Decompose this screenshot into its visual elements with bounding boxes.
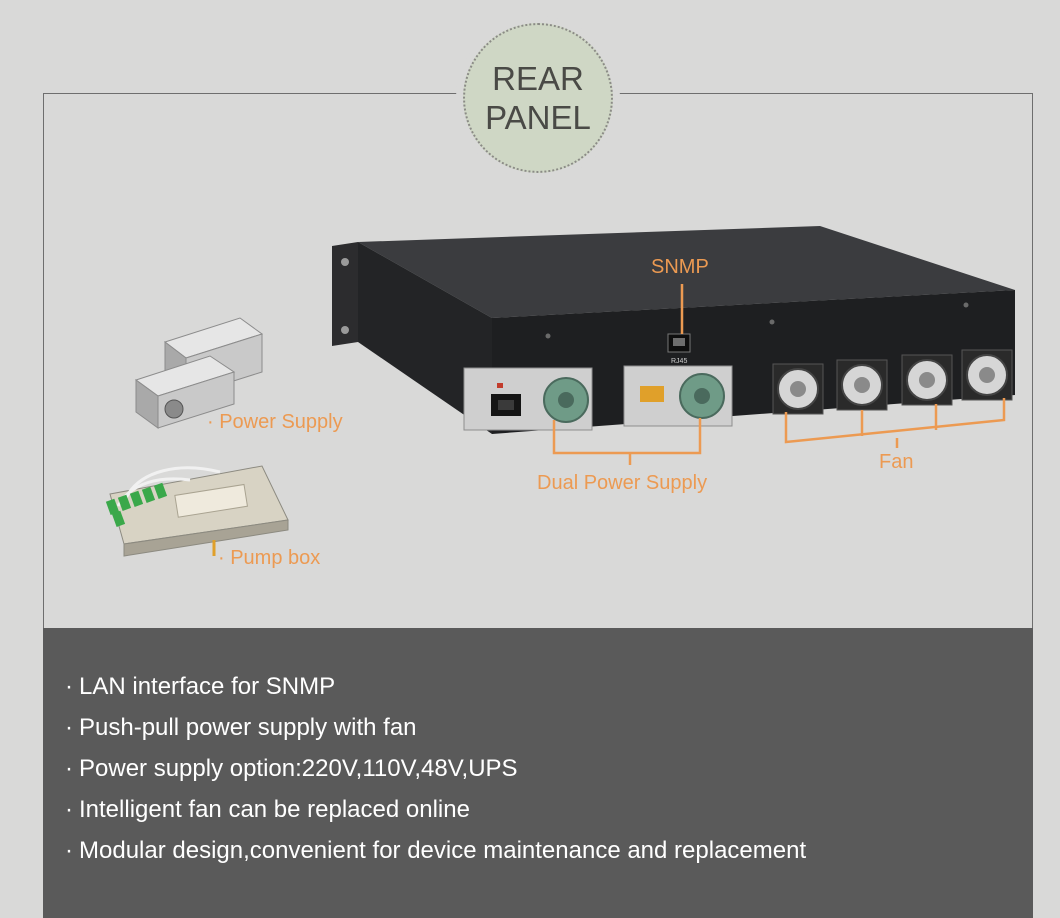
rack-ear-left: [332, 242, 358, 346]
feature-text: LAN interface for SNMP: [79, 673, 336, 700]
bullet: ·: [65, 673, 73, 700]
chassis-top: [358, 226, 1015, 318]
power-supply-label: · Power Supply: [207, 411, 343, 433]
port-tag: RJ45: [671, 358, 688, 365]
fan-label: Fan: [879, 451, 914, 473]
feature-text: Push-pull power supply with fan: [79, 714, 417, 741]
badge-line-1: REAR: [492, 60, 584, 97]
fan-2: [836, 359, 888, 411]
bullet: ·: [65, 796, 73, 823]
feature-item: ·Power supply option:220V,110V,48V,UPS: [65, 748, 806, 789]
chassis-side: [358, 242, 492, 434]
badge-line-2: PANEL: [485, 99, 591, 136]
feature-item: ·Intelligent fan can be replaced online: [65, 789, 806, 830]
bullet: ·: [65, 755, 73, 782]
bullet: ·: [65, 714, 73, 741]
fan-1: [772, 363, 824, 415]
bullet: ·: [65, 837, 73, 864]
feature-item: ·LAN interface for SNMP: [65, 666, 806, 707]
fan-3: [901, 354, 953, 406]
pump-box-label: · Pump box: [218, 547, 321, 569]
feature-text: Intelligent fan can be replaced online: [79, 796, 470, 823]
snmp-label: SNMP: [651, 256, 709, 278]
feature-list: ·LAN interface for SNMP ·Push-pull power…: [65, 666, 806, 871]
dc-connector: [640, 386, 664, 402]
feature-item: ·Modular design,convenient for device ma…: [65, 830, 806, 871]
features-panel: ·LAN interface for SNMP ·Push-pull power…: [43, 628, 1033, 918]
feature-item: ·Push-pull power supply with fan: [65, 707, 806, 748]
pump-box-image: [105, 465, 289, 557]
badge-circle: REAR PANEL: [463, 23, 613, 173]
power-supply-image: [134, 317, 264, 429]
rear-panel-badge: REAR PANEL: [456, 16, 620, 180]
fan-4: [961, 349, 1013, 401]
callout-lines: [552, 284, 1006, 465]
feature-text: Power supply option:220V,110V,48V,UPS: [79, 755, 518, 782]
feature-text: Modular design,convenient for device mai…: [79, 837, 807, 864]
dual-power-supply-label: Dual Power Supply: [537, 472, 708, 494]
